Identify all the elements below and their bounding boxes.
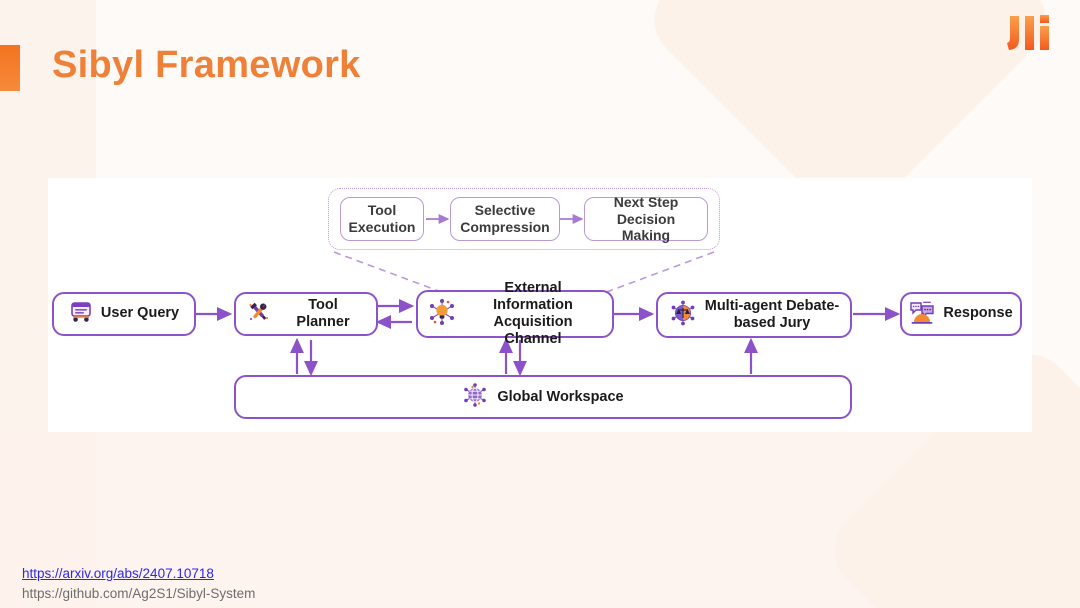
- node-external-information-acquisition-channel-label: External Information Acquisition Channel: [493, 279, 573, 348]
- node-global-workspace-label: Global Workspace: [497, 389, 624, 405]
- subnode-tool-execution-label: Tool Execution: [348, 202, 416, 235]
- node-tool-planner[interactable]: Tool Planner: [234, 292, 378, 336]
- repo-link[interactable]: https://github.com/Ag2S1/Sibyl-System: [22, 585, 256, 601]
- paper-link[interactable]: https://arxiv.org/abs/2407.10718: [22, 566, 214, 581]
- node-user-query-label: User Query: [100, 305, 180, 322]
- tool-execution-loop-group: [328, 188, 720, 250]
- footer-links: https://arxiv.org/abs/2407.10718 https:/…: [22, 564, 255, 603]
- speech-bubbles-icon: [909, 299, 935, 330]
- node-multi-agent-debate-based-jury-label: Multi-agent Debate- based Jury: [704, 297, 840, 331]
- subnode-next-step-decision-making-label: Next Step Decision Making: [613, 193, 679, 244]
- node-tool-planner-label: Tool Planner: [296, 296, 350, 330]
- node-response[interactable]: Response: [900, 292, 1022, 336]
- subnode-tool-execution[interactable]: Tool Execution: [340, 197, 424, 241]
- subnode-next-step-decision-making[interactable]: Next Step Decision Making: [584, 193, 708, 244]
- node-response-label: Response: [943, 305, 1013, 322]
- subnode-selective-compression[interactable]: Selective Compression: [450, 197, 560, 241]
- title-accent-bar: [0, 45, 20, 91]
- form-document-icon: [69, 300, 93, 329]
- tools-wrench-screwdriver-icon: [246, 299, 272, 330]
- globe-network-icon: [462, 382, 488, 413]
- page-title: Sibyl Framework: [52, 44, 361, 86]
- node-external-information-acquisition-channel[interactable]: External Information Acquisition Channel: [416, 280, 614, 347]
- subnode-selective-compression-label: Selective Compression: [460, 202, 550, 235]
- lightbulb-network-icon: [428, 298, 456, 331]
- node-user-query[interactable]: User Query: [52, 292, 196, 336]
- node-multi-agent-debate-based-jury[interactable]: Multi-agent Debate- based Jury: [656, 292, 852, 338]
- node-global-workspace[interactable]: Global Workspace: [234, 375, 852, 419]
- jli-logo: [1004, 12, 1058, 59]
- balance-scales-icon: [669, 299, 697, 332]
